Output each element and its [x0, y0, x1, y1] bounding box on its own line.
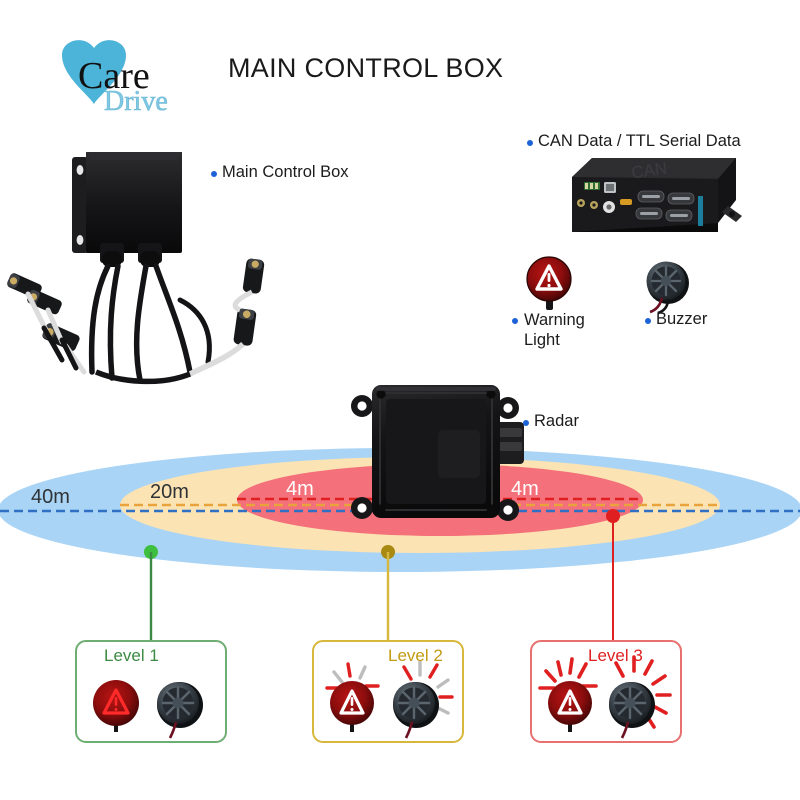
bullet-radar: [523, 420, 529, 426]
mcb-connectors: [7, 273, 87, 375]
callout-radar: Radar: [534, 412, 579, 430]
can-box-ports: [577, 182, 703, 226]
buzzer-device: [646, 261, 689, 315]
level-1-label: Level 1: [104, 646, 159, 665]
callout-warning-light: Warning Light: [524, 311, 585, 349]
level-2-warning-light: [330, 681, 374, 732]
callout-buzzer: Buzzer: [656, 310, 708, 328]
level-connector-group: [144, 509, 620, 641]
mcb-pigtail-connector: [94, 258, 265, 385]
level-3-buzzer: [609, 682, 655, 739]
bullet-buzzer: [645, 318, 651, 324]
svg-text:CAN: CAN: [630, 159, 668, 183]
level-2-buzzer-rays: [402, 660, 454, 715]
zone-label-4m-right: 4m: [511, 478, 539, 500]
logo: [62, 40, 126, 104]
level-3-connector: [606, 509, 620, 641]
bullet-can-data: [527, 140, 533, 146]
level-3-warning-rays: [538, 657, 598, 690]
level-2-buzzer: [393, 682, 439, 739]
bullet-warning-light: [512, 318, 518, 324]
level-1-box[interactable]: [75, 640, 227, 743]
level-2-box[interactable]: [312, 640, 464, 743]
level-1-buzzer: [157, 682, 203, 739]
zone-label-20m: 20m: [150, 481, 189, 503]
level-3-buzzer-rays: [614, 655, 672, 729]
level-3-label: Level 3: [588, 646, 643, 665]
radar-device: [351, 385, 524, 521]
page-title: MAIN CONTROL BOX: [228, 53, 504, 83]
bullet-main-control-box: [211, 171, 217, 177]
callout-main-control-box: Main Control Box: [222, 163, 349, 181]
callout-can-data: CAN Data / TTL Serial Data: [538, 132, 741, 150]
warning-light-device: [526, 256, 572, 310]
level-3-box[interactable]: [530, 640, 682, 743]
level-1-warning-light: [93, 680, 139, 732]
zone-label-4m-left: 4m: [286, 478, 314, 500]
level-1-connector: [144, 545, 158, 641]
logo-secondary-text: Drive: [104, 86, 168, 118]
can-data-box: CAN: [572, 158, 742, 232]
logo-primary-text: Care: [78, 55, 150, 97]
main-control-box: [7, 152, 265, 385]
level-2-label: Level 2: [388, 646, 443, 665]
zone-label-40m: 40m: [31, 486, 70, 508]
level-2-connector: [381, 545, 395, 641]
level-3-warning-light: [548, 681, 592, 732]
